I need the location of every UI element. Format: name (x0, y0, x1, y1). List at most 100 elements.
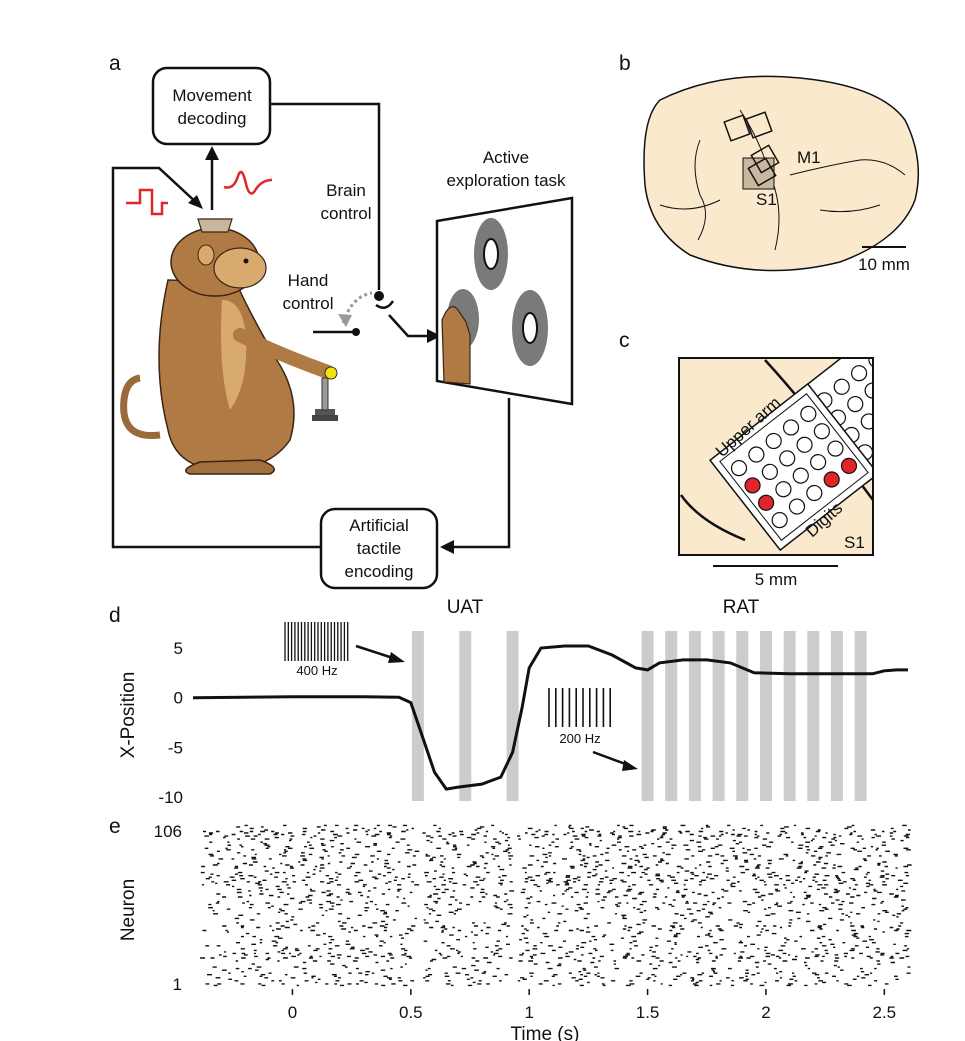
label-rat: RAT (723, 597, 760, 618)
label-200hz: 200 Hz (559, 731, 600, 746)
label-400hz: 400 Hz (296, 663, 337, 678)
panel-e-letter: e (109, 815, 121, 838)
stimulation-bar (688, 631, 701, 801)
e-xtick-label: 0 (288, 1003, 297, 1022)
panel-b-letter: b (619, 52, 631, 75)
tactile-encoding-line2: tactile (357, 539, 401, 558)
digits-electrode (868, 359, 872, 368)
electrode-active (744, 477, 761, 494)
digits-electrode (893, 384, 914, 405)
electrode (806, 484, 823, 502)
electrode (771, 511, 788, 529)
stimulation-bar (641, 631, 654, 801)
spike-raster (200, 824, 912, 987)
electrode-active (757, 494, 775, 511)
digits-electrode (860, 413, 872, 430)
digits-electrode (889, 415, 910, 436)
digits-electrode (879, 366, 900, 387)
digits-electrode (924, 388, 945, 409)
electrode (788, 498, 806, 515)
monkey-illustration (120, 218, 335, 475)
electrode (775, 481, 792, 498)
joystick-icon (312, 366, 338, 421)
stimulation-bar (459, 631, 472, 801)
e-x-label: Time (s) (511, 1024, 580, 1041)
stimulation-bar (506, 631, 519, 801)
panel-a-letter: a (109, 52, 121, 75)
upper-arm-array (708, 382, 872, 552)
e-ytick-106: 106 (154, 822, 182, 841)
active-task-line2: exploration task (446, 171, 566, 190)
stimulation-bar (736, 631, 749, 801)
brain-label-m1: M1 (797, 148, 821, 167)
pulse-train-200hz-icon (548, 688, 612, 727)
electrode (761, 463, 778, 480)
stimulation-bar (783, 631, 796, 801)
digits-electrode (876, 397, 897, 418)
electrode (800, 405, 817, 423)
digits-electrode (883, 336, 904, 357)
x-position-trace (192, 644, 908, 791)
stimulation-bar (712, 631, 725, 801)
electrode-grid (708, 382, 872, 552)
stimulation-bar (807, 631, 820, 801)
electrode (765, 432, 782, 450)
stimulation-waveform-icon (126, 188, 168, 216)
panel-c-letter: c (619, 329, 630, 352)
d-y-label: X-Position (118, 672, 139, 759)
brain-scale-label: 10 mm (858, 255, 910, 274)
electrode (782, 419, 800, 436)
brain-label-s1: S1 (756, 190, 777, 209)
electrode (748, 446, 765, 463)
tactile-encoding-box (319, 507, 439, 590)
spike-marks (200, 824, 912, 987)
array-outlines (723, 111, 780, 187)
panel-d-letter: d (109, 604, 121, 627)
e-xtick-label: 1 (524, 1003, 533, 1022)
d-ytick-label: 0 (174, 689, 183, 708)
digits-electrode (850, 365, 868, 382)
switch-arrow (341, 291, 373, 324)
electrode (792, 467, 809, 484)
electrode-active (823, 471, 840, 488)
digits-electrode (907, 401, 928, 422)
e-xtick-label: 1.5 (636, 1003, 660, 1022)
active-task-line1: Active (483, 148, 529, 167)
stimulation-bar (854, 631, 867, 801)
neural-spike-waveform-icon (223, 170, 273, 195)
electrode (730, 459, 748, 477)
e-ytick-1: 1 (173, 975, 182, 994)
virtual-hand-icon (441, 306, 471, 385)
d-ytick-label: 5 (174, 639, 183, 658)
signal-wires (111, 102, 511, 554)
e-xtick-label: 0.5 (399, 1003, 423, 1022)
movement-decoding-line1: Movement (172, 86, 252, 105)
hand-control-line2: control (282, 294, 333, 313)
array-scale-label: 5 mm (755, 570, 798, 589)
tactile-encoding-line3: encoding (344, 562, 413, 581)
electrode (796, 436, 813, 453)
tactile-encoding-line1: Artificial (349, 516, 409, 535)
brain-sulci (659, 109, 906, 251)
array-label-s1: S1 (844, 533, 865, 552)
array-border (708, 382, 872, 552)
digits-electrode (910, 370, 931, 391)
brain-control-line2: control (320, 204, 371, 223)
digits-electrode (897, 353, 918, 374)
d-ytick-label: -10 (158, 788, 183, 807)
electrode (827, 440, 844, 457)
array-inner-border (719, 393, 869, 541)
stimulation-bar (665, 631, 678, 801)
hand-control-line1: Hand (288, 271, 329, 290)
digits-electrode (864, 382, 872, 399)
electrode (810, 454, 827, 471)
stimulation-bar (830, 631, 843, 801)
stimulation-bar (411, 631, 424, 801)
e-xtick-label: 2.5 (873, 1003, 897, 1022)
electrode (779, 450, 796, 467)
brain-control-line1: Brain (326, 181, 366, 200)
movement-decoding-box (151, 66, 272, 146)
digits-electrode (847, 395, 864, 413)
movement-decoding-line2: decoding (177, 109, 246, 128)
